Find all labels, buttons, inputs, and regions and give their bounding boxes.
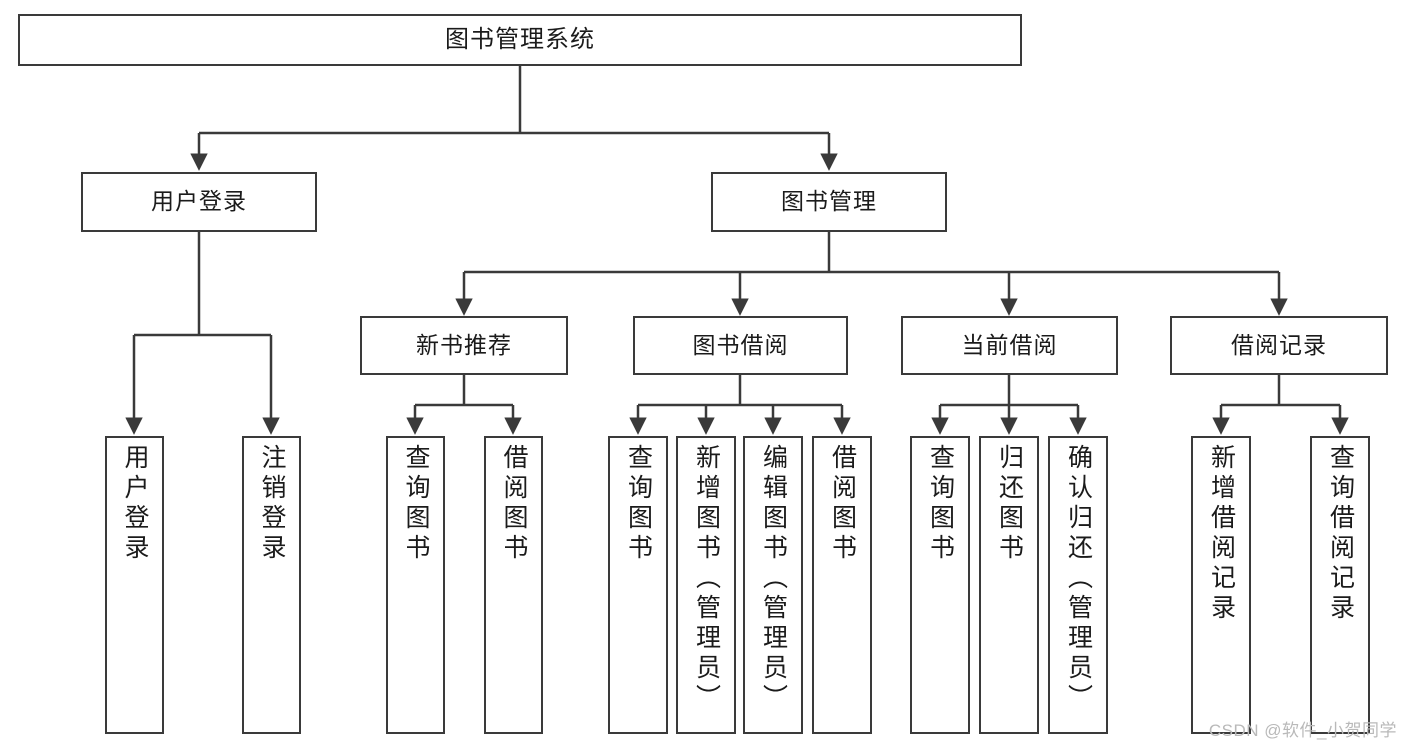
leaf-new-book-query-label: 查询图书 — [402, 444, 430, 564]
leaf-borrow-query-label: 查询图书 — [624, 444, 653, 564]
leaf-current-confirm-return-label: 确认归还（管理员） — [1064, 444, 1093, 714]
node-borrow-records[interactable]: 借阅记录 — [1170, 316, 1388, 375]
leaf-user-login-login-label: 用户登录 — [121, 444, 149, 564]
leaf-records-add[interactable]: 新增借阅记录 — [1191, 436, 1251, 734]
node-book-management[interactable]: 图书管理 — [711, 172, 947, 232]
node-new-book-recommend[interactable]: 新书推荐 — [360, 316, 568, 375]
leaf-borrow-borrow-book[interactable]: 借阅图书 — [812, 436, 872, 734]
watermark: CSDN @软件_小贺同学 — [1208, 721, 1397, 740]
leaf-new-book-borrow-label: 借阅图书 — [500, 444, 528, 564]
leaf-current-return[interactable]: 归还图书 — [979, 436, 1039, 734]
node-book-borrow[interactable]: 图书借阅 — [633, 316, 848, 375]
leaf-new-book-borrow[interactable]: 借阅图书 — [484, 436, 543, 734]
node-book-management-label: 图书管理 — [781, 188, 877, 215]
node-user-login-label: 用户登录 — [151, 188, 247, 215]
node-current-borrow-label: 当前借阅 — [961, 331, 1058, 358]
leaf-current-query[interactable]: 查询图书 — [910, 436, 970, 734]
node-root[interactable]: 图书管理系统 — [18, 14, 1022, 66]
leaf-current-confirm-return[interactable]: 确认归还（管理员） — [1048, 436, 1108, 734]
node-new-book-recommend-label: 新书推荐 — [416, 331, 512, 358]
leaf-current-query-label: 查询图书 — [926, 444, 955, 564]
leaf-user-login-logout-label: 注销登录 — [258, 444, 286, 564]
node-current-borrow[interactable]: 当前借阅 — [901, 316, 1118, 375]
node-book-borrow-label: 图书借阅 — [692, 331, 789, 358]
leaf-borrow-add-book[interactable]: 新增图书（管理员） — [676, 436, 736, 734]
leaf-records-add-label: 新增借阅记录 — [1207, 444, 1236, 624]
leaf-borrow-edit-book[interactable]: 编辑图书（管理员） — [743, 436, 803, 734]
leaf-records-query[interactable]: 查询借阅记录 — [1310, 436, 1370, 734]
leaf-borrow-borrow-book-label: 借阅图书 — [828, 444, 857, 564]
leaf-new-book-query[interactable]: 查询图书 — [386, 436, 445, 734]
leaf-records-query-label: 查询借阅记录 — [1326, 444, 1355, 624]
leaf-user-login-logout[interactable]: 注销登录 — [242, 436, 301, 734]
leaf-borrow-query[interactable]: 查询图书 — [608, 436, 668, 734]
leaf-current-return-label: 归还图书 — [995, 444, 1024, 564]
node-borrow-records-label: 借阅记录 — [1231, 331, 1327, 358]
leaf-user-login-login[interactable]: 用户登录 — [105, 436, 164, 734]
leaf-borrow-edit-book-label: 编辑图书（管理员） — [759, 444, 788, 714]
node-user-login[interactable]: 用户登录 — [81, 172, 317, 232]
node-root-label: 图书管理系统 — [445, 25, 595, 53]
leaf-borrow-add-book-label: 新增图书（管理员） — [692, 444, 721, 714]
